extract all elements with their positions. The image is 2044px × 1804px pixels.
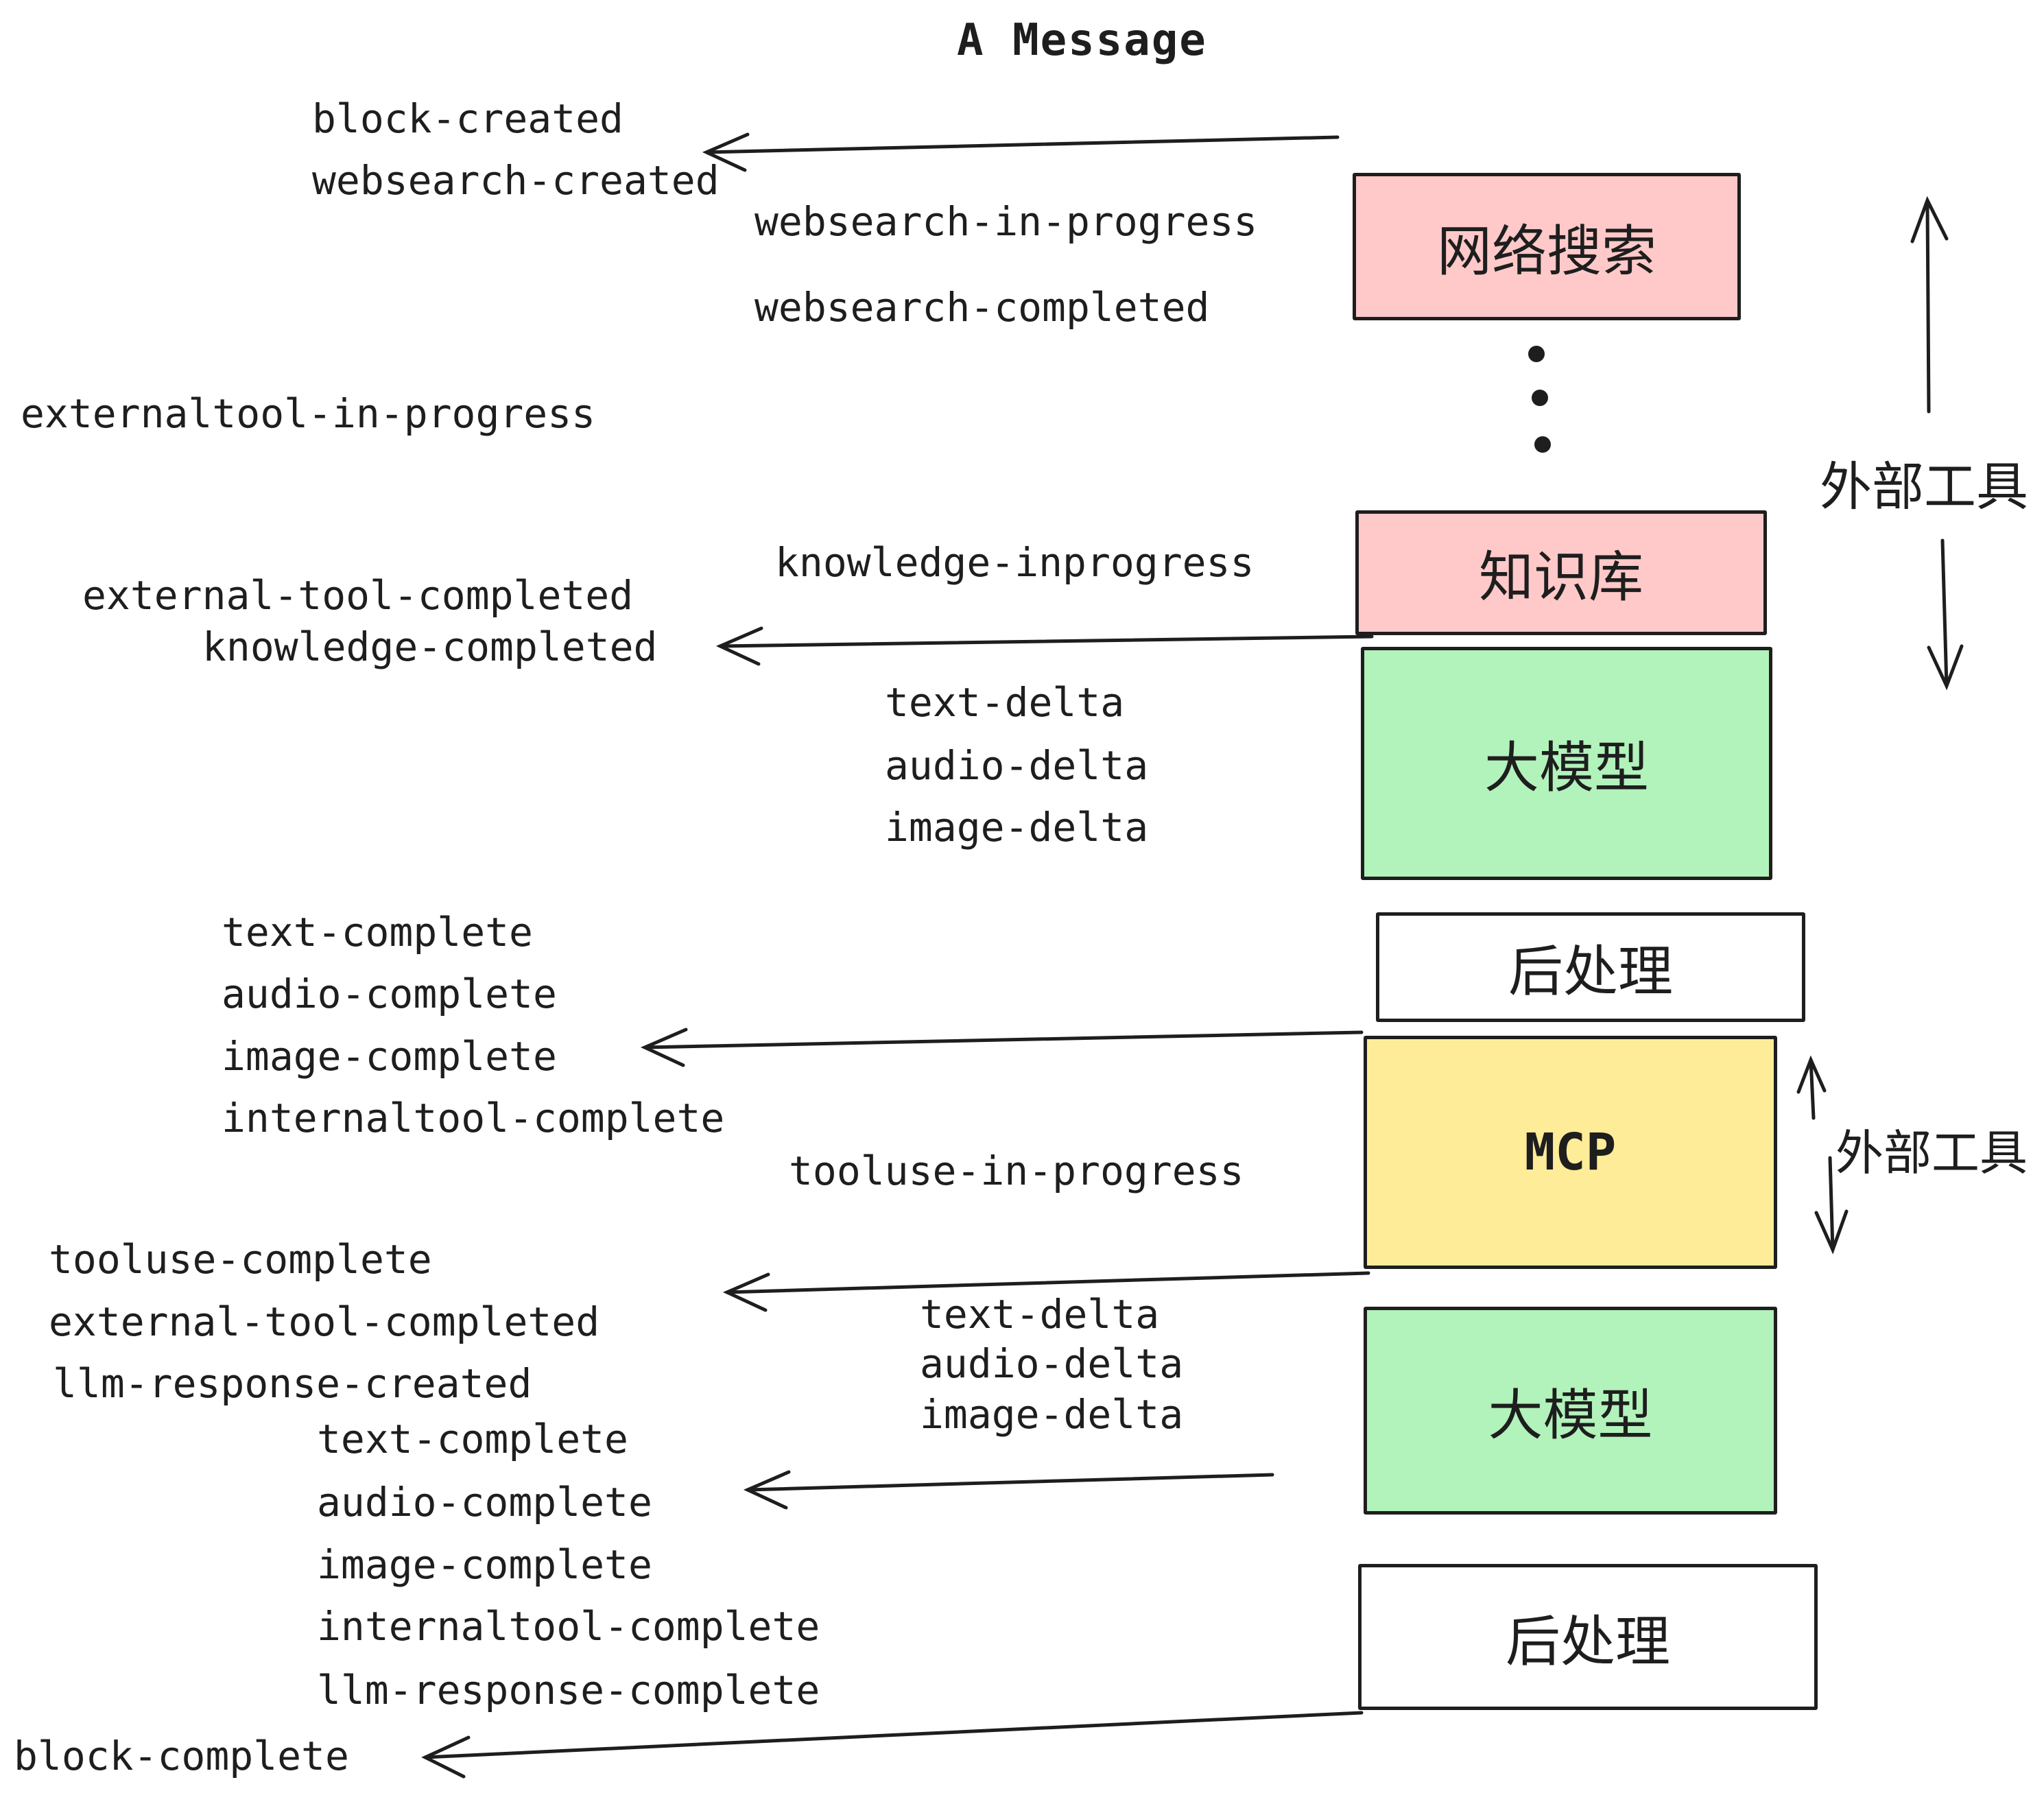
event-label: audio-delta [885,742,1149,789]
external-tools-up-arrow [1910,195,1949,414]
event-label: knowledge-completed [202,624,658,670]
arrow-to-image-complete [640,1028,1364,1067]
event-label: tooluse-in-progress [789,1148,1244,1194]
arrow-to-block-complete [421,1711,1364,1779]
event-label: image-complete [222,1033,557,1080]
event-label: block-complete [14,1733,349,1779]
event-label: image-delta [885,804,1149,851]
event-label: tooluse-complete [49,1236,432,1283]
node-llm-1-label: 大模型 [1484,737,1649,798]
ellipsis-dots [1528,346,1551,453]
event-label: external-tool-completed [82,572,634,619]
event-label: text-delta [885,679,1125,726]
node-mcp-label: MCP [1524,1123,1617,1182]
arrow-to-audio-complete [743,1470,1274,1510]
mcp-external-tools-down-arrow [1814,1156,1849,1255]
event-label: audio-complete [222,971,557,1017]
arrow-to-knowledge-completed [715,626,1374,666]
event-label: text-complete [317,1416,628,1462]
node-postprocess-1: 后处理 [1376,912,1805,1022]
node-mcp: MCP [1364,1036,1777,1269]
event-label: externaltool-in-progress [21,390,596,437]
event-label: image-delta [920,1391,1184,1438]
external-tools-annotation-top: 外部工具 [1820,458,2028,517]
arrow-to-websearch-created [702,132,1340,172]
node-knowledge-base-label: 知识库 [1479,547,1643,608]
node-llm-2-label: 大模型 [1488,1384,1653,1446]
node-postprocess-1-label: 后处理 [1508,941,1673,1002]
event-label: internaltool-complete [222,1095,725,1141]
event-label: audio-complete [317,1479,652,1526]
mcp-external-tools-up-arrow [1796,1055,1827,1120]
event-label: text-delta [920,1291,1160,1338]
external-tools-down-arrow [1927,538,1964,691]
arrow-to-tooluse-complete [722,1271,1370,1312]
event-label: text-complete [222,909,533,956]
event-label: llm-response-complete [317,1667,820,1713]
node-postprocess-2: 后处理 [1358,1564,1818,1710]
event-label: websearch-in-progress [754,198,1258,245]
event-label: image-complete [317,1541,652,1588]
event-label: websearch-created [312,157,720,204]
external-tools-annotation-mcp: 外部工具 [1835,1126,2028,1180]
event-label: audio-delta [920,1340,1184,1387]
diagram-title: A Message [957,15,1207,66]
node-knowledge-base: 知识库 [1355,510,1767,635]
event-label: knowledge-inprogress [775,539,1255,586]
event-label: internaltool-complete [317,1603,820,1650]
node-llm-1: 大模型 [1361,647,1772,880]
node-postprocess-2-label: 后处理 [1506,1611,1670,1672]
event-label: llm-response-created [53,1360,532,1407]
node-websearch: 网络搜索 [1353,173,1741,320]
node-websearch-label: 网络搜索 [1437,220,1656,282]
node-llm-2: 大模型 [1364,1307,1777,1515]
event-label: websearch-completed [754,284,1210,331]
event-label: external-tool-completed [49,1298,600,1345]
event-label: block-created [312,95,623,142]
